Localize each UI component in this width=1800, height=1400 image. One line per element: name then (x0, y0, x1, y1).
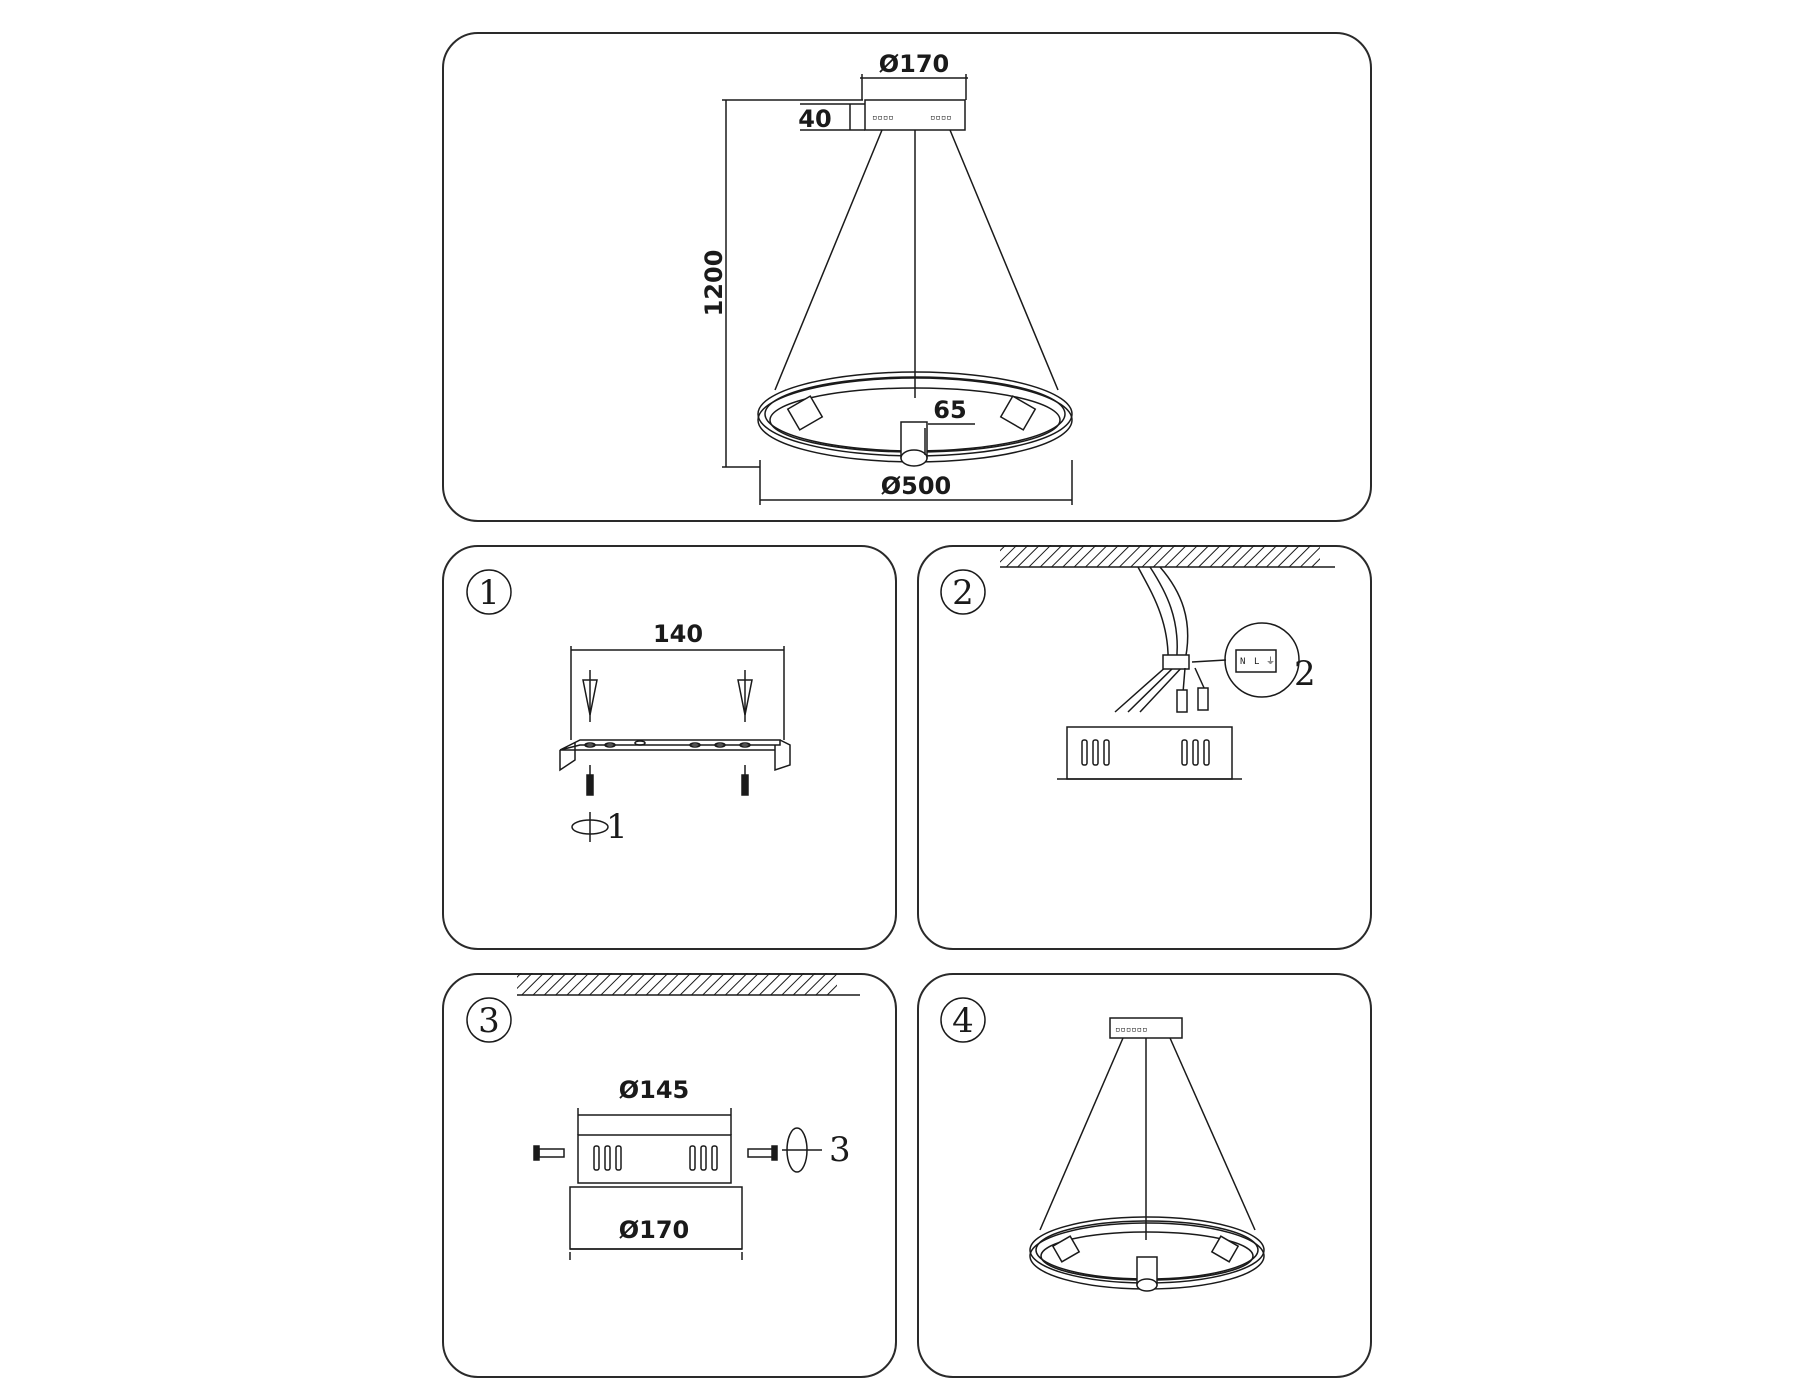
canopy-assembly (533, 1108, 822, 1260)
step-4-number: 4 (952, 1001, 974, 1041)
bracket-slot-icon (593, 1145, 718, 1171)
step-1-callout: 1 (606, 807, 628, 847)
bracket-width-label: 140 (653, 620, 703, 648)
svg-text:▫▫▫▫: ▫▫▫▫ (872, 113, 894, 123)
svg-text:▫▫▫▫: ▫▫▫▫ (930, 113, 952, 123)
spot-size-label: 65 (933, 396, 966, 424)
step-3-callout: 3 (829, 1130, 851, 1170)
screw-icon (586, 765, 749, 796)
canopy-diameter-label: Ø170 (879, 50, 950, 78)
side-screw-icon (533, 1145, 778, 1161)
step-2-number-circle (940, 569, 986, 615)
step-4-number-circle (940, 997, 986, 1043)
canopy-vent-icon: ▫▫▫▫ ▫▫▫▫ (872, 113, 952, 123)
step-1-panel (442, 545, 897, 950)
assembled-lamp: ▫▫▫▫▫▫ (1029, 1017, 1265, 1292)
ceiling-hatch-3 (517, 973, 860, 996)
inner-diameter-label: Ø145 (619, 1076, 690, 1104)
terminal-label-l: L (1254, 657, 1259, 667)
wall-anchor-icon (582, 670, 753, 722)
wiring-diagram (1057, 566, 1300, 780)
step-4-panel (917, 973, 1372, 1378)
total-height-label: 1200 (700, 250, 728, 317)
terminal-label-earth: ⏚ (1266, 656, 1275, 667)
ring-diameter-label: Ø500 (881, 472, 952, 500)
terminal-label-n: N (1240, 657, 1245, 667)
step-3-number-circle (466, 997, 512, 1043)
svg-text:▫▫▫▫▫▫: ▫▫▫▫▫▫ (1115, 1025, 1148, 1035)
rotate-screw-icon (571, 812, 609, 842)
step-2-callout: 2 (1294, 654, 1316, 694)
canopy-height-label: 40 (798, 105, 831, 133)
outer-diameter-label: Ø170 (619, 1216, 690, 1244)
step-2-number: 2 (952, 573, 974, 613)
driver-vent-icon (1081, 739, 1210, 766)
step-3-number: 3 (478, 1001, 500, 1041)
overview-lamp: ▫▫▫▫ ▫▫▫▫ (722, 74, 1073, 505)
rotate-side-screw-icon (782, 1127, 822, 1173)
mounting-bracket (559, 646, 791, 842)
ceiling-hatch (1000, 545, 1335, 568)
step-1-number: 1 (478, 573, 500, 613)
step-1-number-circle (466, 569, 512, 615)
